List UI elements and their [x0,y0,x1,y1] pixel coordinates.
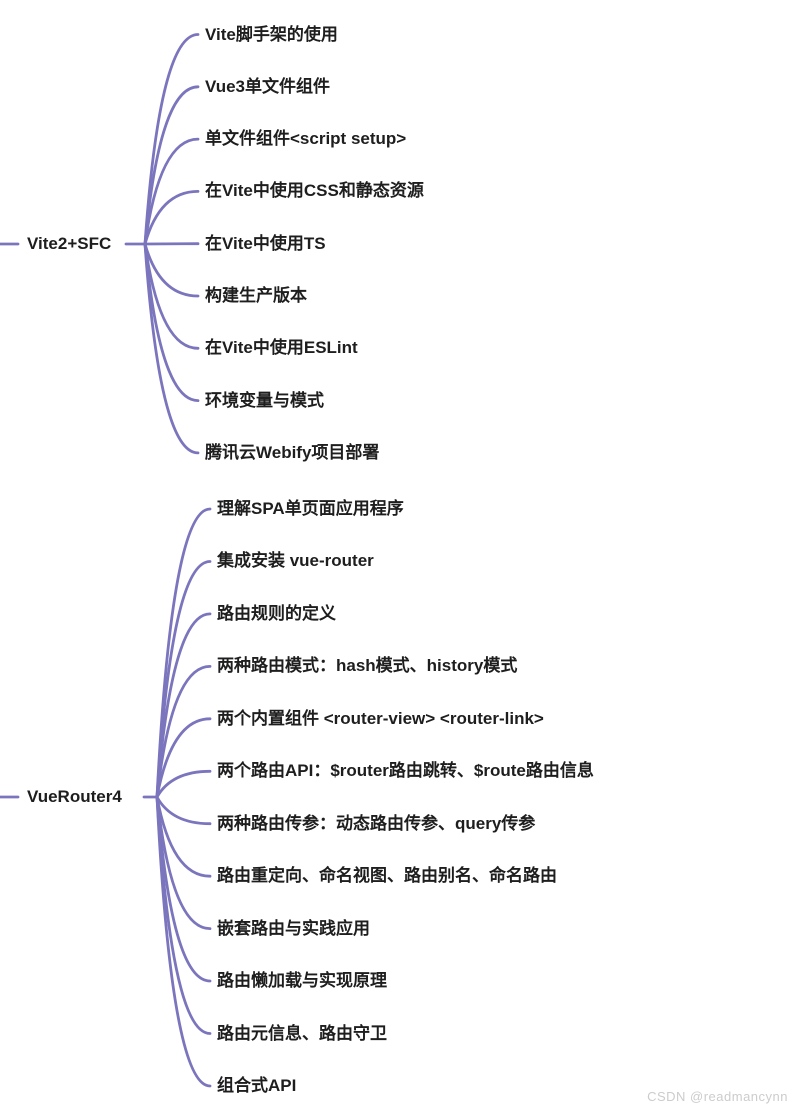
branch-connector [143,242,200,350]
branch-connector [155,795,212,930]
branch-node-label[interactable]: 单文件组件<script setup> [205,128,407,148]
branch-connector [143,85,200,246]
branch-node-label[interactable]: 在Vite中使用CSS和静态资源 [205,181,424,201]
branch-node-label[interactable]: 两个内置组件 <router-view> <router-link> [217,708,544,728]
branch-node-label[interactable]: Vue3单文件组件 [205,76,331,96]
root-node-label[interactable]: VueRouter4 [27,786,122,806]
branch-connector [155,665,212,799]
branch-node-label[interactable]: 环境变量与模式 [205,390,324,410]
branch-connector [143,242,200,402]
branch-connector [155,769,212,799]
branch-node-label[interactable]: 在Vite中使用ESLint [205,338,358,358]
branch-connector [155,507,212,799]
branch-node-label[interactable]: 构建生产版本 [205,285,307,305]
branch-node-label[interactable]: 集成安装 vue-router [217,551,374,571]
branch-node-label[interactable]: 路由懒加载与实现原理 [217,970,387,990]
branch-node-label[interactable]: 在Vite中使用TS [205,233,326,253]
branch-node-label[interactable]: 组合式API [217,1075,297,1095]
branch-connector [155,717,212,799]
watermark: CSDN @readmancynn [647,1089,788,1104]
branch-node-label[interactable]: 路由元信息、路由守卫 [217,1023,387,1043]
branch-connector [143,242,200,298]
branch-connector [155,795,212,1088]
branch-connector [155,612,212,799]
branch-node-label[interactable]: 两种路由传参：动态路由传参、query传参 [217,813,536,833]
branch-node-label[interactable]: 路由重定向、命名视图、路由别名、命名路由 [217,865,557,885]
branch-node-label[interactable]: 理解SPA单页面应用程序 [217,498,404,518]
branch-node-label[interactable]: 腾讯云Webify项目部署 [205,442,380,462]
branch-connector [155,560,212,799]
branch-node-label[interactable]: 路由规则的定义 [217,603,336,623]
branch-node-label[interactable]: Vite脚手架的使用 [205,24,338,44]
branch-connector [143,137,200,246]
root-node-label[interactable]: Vite2+SFC [27,233,112,253]
branch-connector [143,33,200,246]
branch-node-label[interactable]: 两个路由API：$router路由跳转、$route路由信息 [217,761,594,781]
branch-connector [155,795,212,878]
branch-connector [143,242,200,455]
branch-node-label[interactable]: 两种路由模式：hash模式、history模式 [217,656,518,676]
branch-node-label[interactable]: 嵌套路由与实践应用 [217,918,370,938]
branch-connector [143,190,200,246]
watermark-text: CSDN @readmancynn [647,1089,788,1104]
branch-connector [155,795,212,826]
